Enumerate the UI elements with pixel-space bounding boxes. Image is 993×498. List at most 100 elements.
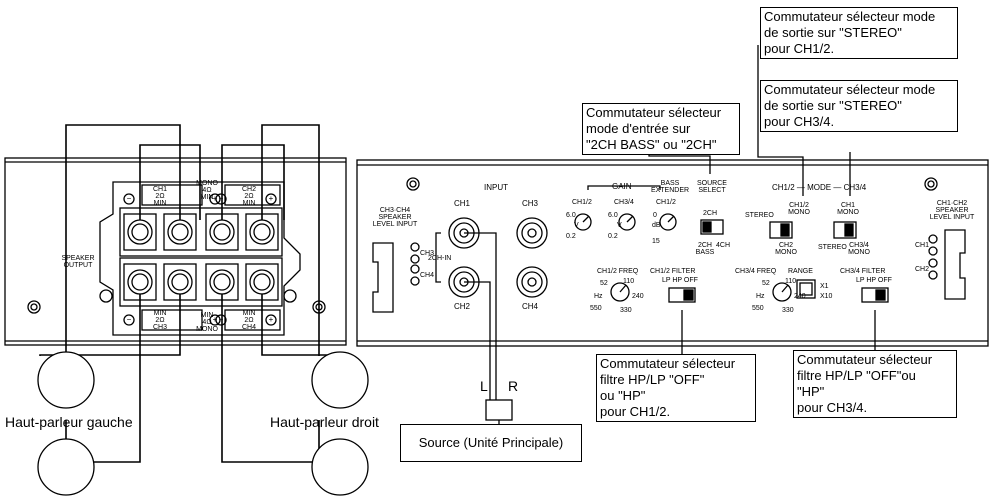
source-select-label: SOURCE SELECT [692, 180, 732, 194]
rca-ch1-label: CH1 [454, 199, 471, 208]
speaker-right-top [311, 351, 369, 409]
sli-right-line2: SPEAKER [935, 207, 969, 214]
gain34-v: V [617, 222, 622, 229]
ch34-mono-line1: CH3/4 [849, 242, 869, 249]
f34-110: 110 [785, 278, 797, 285]
term-ch3-min: MIN [153, 310, 167, 317]
speaker-right-bottom [311, 438, 369, 496]
ch34-mono-line2: MONO [848, 249, 870, 256]
gain-knob-ch12 [574, 213, 592, 231]
f12-240: 240 [632, 293, 644, 300]
callout-filter-ch34-line3: "HP" [797, 384, 825, 399]
mounting-screw-left [27, 300, 41, 314]
callout-mode-ch34: Commutateur sélecteur mode de sortie sur… [760, 80, 958, 132]
mode12-mono-label: CH1/2 MONO [787, 202, 811, 216]
source-select-line2: SELECT [698, 187, 726, 194]
rca-ch4 [516, 266, 548, 298]
sign-minus-3: − [126, 315, 132, 324]
source-label: Source (Unité Principale) [418, 435, 564, 450]
sli-right-line1: CH1·CH2 [936, 200, 968, 207]
f12-550: 550 [590, 305, 602, 312]
callout-mode-ch12: Commutateur sélecteur mode de sortie sur… [760, 7, 958, 59]
ch1-mono-line1: CH1 [840, 202, 855, 209]
speaker-output-line1: SPEAKER [61, 255, 95, 262]
ch12-mono-line2: MONO [788, 209, 810, 216]
callout-filter-ch12: Commutateur sélecteur filtre HP/LP "OFF"… [596, 354, 756, 422]
term-ch3-ohm: 2Ω [155, 317, 165, 324]
bass-db: dB [652, 222, 661, 229]
term-ch1-header: CH1 2Ω MIN [145, 186, 175, 207]
filter-switch-ch34 [861, 287, 889, 303]
gain-ch34-label: CH3/4 [614, 199, 634, 206]
callout-filter-ch12-line2: filtre HP/LP "OFF" [600, 372, 705, 387]
callout-mode-ch34-line3: pour CH3/4. [764, 114, 835, 129]
bass-extender-line2: EXTENDER [650, 187, 690, 194]
term-ch4-header: MIN 2Ω CH4 [234, 310, 264, 331]
sign-minus-1: − [126, 194, 132, 203]
source-l-label: L [480, 378, 488, 394]
f12-330: 330 [620, 307, 632, 314]
f34-240: 240 [794, 293, 806, 300]
callout-filter-ch12-line3: ou "HP" [600, 388, 646, 403]
callout-source-select-line2: mode d'entrée sur [586, 121, 691, 136]
small-ch3: CH3 [420, 250, 435, 257]
callout-filter-ch34-line2: filtre HP/LP "OFF"ou [797, 368, 916, 383]
ch2-mono-label: CH2 MONO [774, 242, 798, 256]
f12-hz: Hz [594, 293, 603, 300]
gain12-v: V [574, 222, 579, 229]
mono-bottom-line3: MONO [196, 326, 218, 333]
amp-chassis-right [356, 159, 989, 347]
term-ch3-label: CH3 [152, 324, 167, 331]
callout-filter-ch34-line4: pour CH3/4. [797, 400, 868, 415]
filter-ch34-label: CH3/4 FILTER [840, 268, 886, 275]
bass-extender-knob [659, 213, 677, 231]
filter-ch12-label: CH1/2 FILTER [650, 268, 696, 275]
source-select-switch [700, 219, 724, 235]
mode-title: CH1/2 — MODE — CH3/4 [772, 183, 867, 192]
callout-filter-ch12-line1: Commutateur sélecteur [600, 356, 736, 371]
gain34-60: 6.0 [608, 212, 618, 219]
bass-15: 15 [652, 238, 660, 245]
callout-mode-ch12-line2: de sortie sur "STEREO" [764, 25, 902, 40]
ch2-mono-line1: CH2 [778, 242, 793, 249]
sli-left-line3: LEVEL INPUT [372, 221, 418, 228]
two-ch-in-label: 2CH-IN [428, 255, 452, 262]
source-plug [485, 399, 513, 421]
gain34-02: 0.2 [608, 233, 618, 240]
mono-top-line1: MONO [196, 180, 218, 187]
speaker-level-input-left-label: CH3·CH4 SPEAKER LEVEL INPUT [372, 207, 418, 228]
sign-plus-1: + [212, 194, 218, 203]
callout-mode-ch12-line3: pour CH1/2. [764, 41, 835, 56]
freq-knob-ch34 [772, 282, 792, 302]
term-ch1-min: MIN [153, 200, 167, 207]
callout-mode-ch12-line1: Commutateur sélecteur mode [764, 9, 936, 24]
sli-right-line3: LEVEL INPUT [929, 214, 975, 221]
ch12-mono-line1: CH1/2 [789, 202, 809, 209]
mono-top-line2: 4Ω [202, 187, 212, 194]
mono-bottom-line1: MIN [200, 312, 214, 319]
input-label: INPUT [484, 183, 508, 192]
sli-left-line1: CH3·CH4 [379, 207, 411, 214]
sign-plus-3: + [212, 315, 218, 324]
rca-ch3-label: CH3 [522, 199, 539, 208]
ch34-mono-label: CH3/4 MONO [846, 242, 872, 256]
sign-minus-2: − [218, 194, 224, 203]
f34-hz: Hz [756, 293, 765, 300]
f34-550: 550 [752, 305, 764, 312]
callout-source-select-line1: Commutateur sélecteur [586, 105, 722, 120]
callout-mode-ch34-line2: de sortie sur "STEREO" [764, 98, 902, 113]
mono-top-line3: MIN [200, 194, 214, 201]
small-ch2: CH2 [915, 266, 930, 273]
small-ch1: CH1 [915, 242, 930, 249]
source-label-box: Source (Unité Principale) [400, 424, 582, 462]
callout-source-select-line3: "2CH BASS" ou "2CH" [586, 137, 717, 152]
callout-filter-ch12-line4: pour CH1/2. [600, 404, 671, 419]
gain12-02: 0.2 [566, 233, 576, 240]
term-ch3-header: MIN 2Ω CH3 [145, 310, 175, 331]
callout-filter-ch34-line1: Commutateur sélecteur [797, 352, 933, 367]
gain-label: GAIN [612, 182, 632, 191]
term-ch1-ohm: 2Ω [155, 193, 165, 200]
bass-0: 0 [653, 212, 657, 219]
